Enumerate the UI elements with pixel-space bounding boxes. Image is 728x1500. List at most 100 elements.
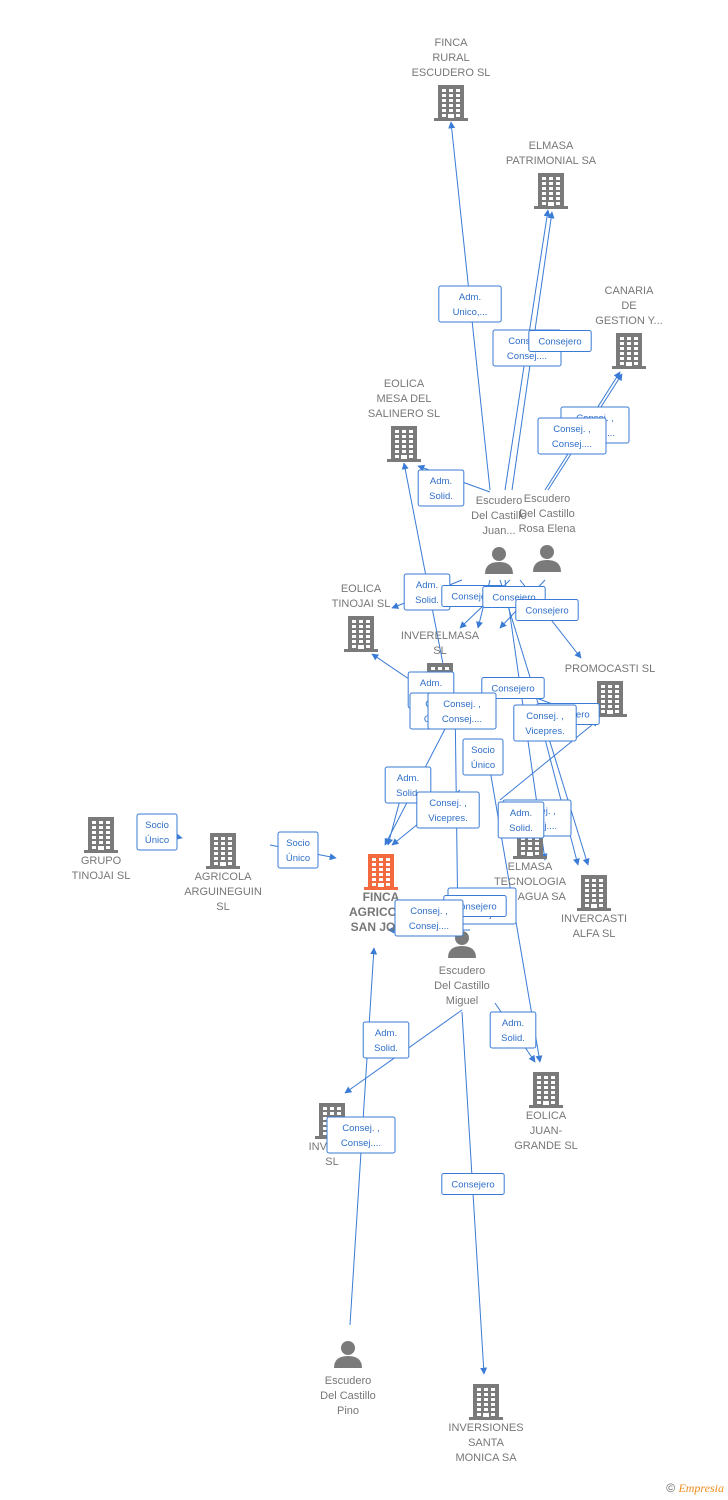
node-label-line: AGRICOLA [195, 871, 253, 883]
edge-label-text: Socio [471, 745, 495, 756]
building-icon [387, 426, 421, 462]
node-eolica-tinojai[interactable]: EOLICA TINOJAI SL [332, 583, 391, 652]
node-elmasa-patrimonial[interactable]: ELMASA PATRIMONIAL SA [506, 140, 597, 209]
node-label-line: Del Castillo [519, 508, 575, 520]
edge-label-text: Adm. [375, 1028, 397, 1039]
edge-label-text: Consejero [491, 684, 534, 695]
edge-label-text: Solid. [429, 491, 453, 502]
node-label-line: ELMASA [529, 140, 574, 152]
edge-label-4[interactable]: Consej. ,Consej.... [537, 417, 607, 455]
node-label-line: EOLICA [384, 378, 425, 390]
node-label-line: MONICA SA [455, 1452, 517, 1464]
node-label-line: Pino [337, 1405, 359, 1417]
edge-label-text: Consej. , [443, 699, 481, 710]
edge-20 [499, 719, 599, 801]
edge-label-text: Solid. [509, 823, 533, 834]
edge-label-10[interactable]: Consejero [481, 677, 545, 699]
node-label-line: PATRIMONIAL SA [506, 155, 597, 167]
node-label-line: ARGUINEGUIN [184, 886, 262, 898]
node-label-line: ELMASA [508, 861, 553, 873]
edge-label-text: Consej.... [442, 714, 482, 725]
edge-label-text: Consej. , [526, 711, 564, 722]
node-label-line: PROMOCASTI SL [565, 663, 655, 675]
edge-label-9[interactable]: Consejero [515, 599, 579, 621]
edge-label-text: Consej. , [553, 424, 591, 435]
node-label-line: SL [325, 1156, 338, 1168]
edge-label-text: Único [471, 760, 495, 771]
edge-label-text: Consej. , [429, 798, 467, 809]
node-label-line: JUAN- [530, 1125, 563, 1137]
node-label-line: SANTA [468, 1437, 505, 1449]
edge-label-text: Consej.... [341, 1138, 381, 1149]
node-label-line: Rosa Elena [519, 523, 577, 535]
edge-label-26[interactable]: Adm. Solid. [362, 1021, 410, 1059]
node-label-line: INVERCASTI [561, 913, 627, 925]
building-icon [577, 875, 611, 911]
edge-label-text: Consejero [451, 1180, 494, 1191]
person-icon [533, 545, 561, 572]
node-label-line: TINOJAI SL [332, 598, 391, 610]
node-finca-rural[interactable]: FINCA RURAL ESCUDERO SL [412, 37, 491, 121]
node-agricola-arguineguin[interactable]: AGRICOLA ARGUINEGUIN SL [184, 833, 262, 913]
edge-label-text: Adm. [459, 292, 481, 303]
node-label-line: CANARIA [605, 285, 655, 297]
node-label-line: EOLICA [341, 583, 382, 595]
building-icon [534, 173, 568, 209]
edge-label-27[interactable]: Adm.Solid. [489, 1011, 537, 1049]
node-label-line: RURAL [432, 52, 469, 64]
edge-label-text: Vicepres. [428, 813, 467, 824]
brand-logo: Empresia [678, 1481, 724, 1495]
node-label-line: Escudero [325, 1375, 371, 1387]
edge-label-text: Adm. [502, 1018, 524, 1029]
edge-label-text: Solid. [374, 1043, 398, 1054]
edge-label-25[interactable]: Consej. ,Consej.... [394, 899, 464, 937]
edge-label-18[interactable]: Consej. , Vicepres. [416, 791, 480, 829]
building-icon [364, 854, 398, 890]
edge-label-text: Único [145, 835, 169, 846]
node-label-line: SL [433, 645, 446, 657]
edge-15 [539, 719, 580, 866]
node-label-line: FINCA [435, 37, 469, 49]
node-label-line: ALFA SL [573, 928, 616, 940]
edge-label-29[interactable]: Consejero [441, 1173, 505, 1195]
edge-label-20[interactable]: Adm.Solid. [497, 801, 545, 839]
node-label-line: ESCUDERO SL [412, 67, 491, 79]
building-icon [612, 333, 646, 369]
node-label-line: Escudero [524, 493, 570, 505]
edge-label-28[interactable]: Consej. , Consej.... [326, 1116, 396, 1154]
edge-label-0[interactable]: Adm.Unico,... [438, 285, 502, 323]
node-invercasti[interactable]: INVERCASTI ALFA SL [561, 875, 627, 940]
building-icon [434, 85, 468, 121]
edge-label-text: Único [286, 853, 310, 864]
node-label-line: TECNOLOGIA [494, 876, 567, 888]
node-promocasti[interactable]: PROMOCASTI SL [565, 663, 655, 717]
node-label-line: SL [216, 901, 229, 913]
node-label-line: Del Castillo [434, 980, 490, 992]
node-label-line: Escudero [439, 965, 485, 977]
edge-label-text: Consejero [453, 902, 496, 913]
edge-label-text: Consej. , [342, 1123, 380, 1134]
edge-label-2[interactable]: Consejero [528, 330, 592, 352]
node-label-line: GESTION Y... [595, 315, 662, 327]
edge-label-text: Vicepres. [525, 726, 564, 737]
edges-layer [139, 121, 623, 1375]
edge-label-13[interactable]: Consej. , Consej.... [427, 692, 497, 730]
person-icon [485, 547, 513, 574]
edge-label-5[interactable]: Adm.Solid. [417, 469, 465, 507]
edge-label-15[interactable]: Consej. , Vicepres. [513, 704, 577, 742]
building-icon [593, 681, 627, 717]
edge-label-text: Consej. , [508, 336, 546, 347]
